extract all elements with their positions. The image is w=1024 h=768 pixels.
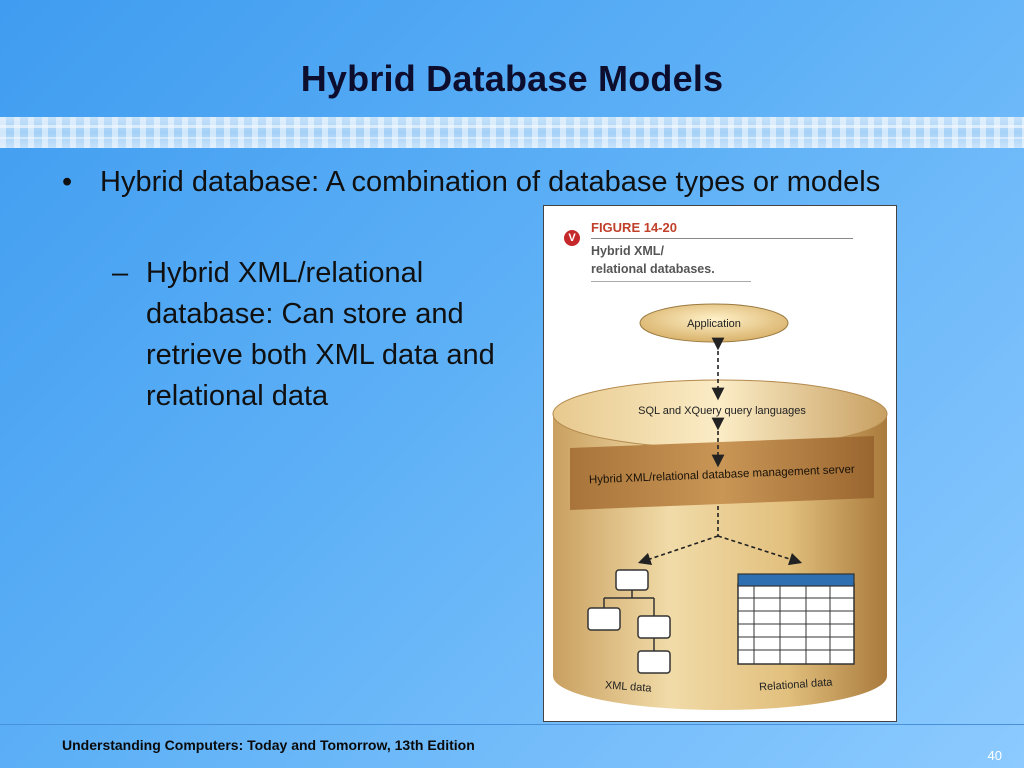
page-number: 40 [987, 748, 1002, 763]
relational-data-label: Relational data [759, 676, 834, 693]
figure-badge-icon: V [564, 230, 580, 246]
footer-text: Understanding Computers: Today and Tomor… [62, 737, 475, 753]
figure-rule [591, 281, 751, 282]
sub-bullet-text: Hybrid XML/relational database: Can stor… [146, 257, 495, 412]
figure-caption: Hybrid XML/ relational databases. [591, 242, 791, 278]
figure-header: V FIGURE 14-20 Hybrid XML/ relational da… [564, 218, 884, 282]
footer-divider [0, 724, 1024, 725]
bullet-item: • Hybrid database: A combination of data… [62, 163, 922, 201]
bullet-text: Hybrid database: A combination of databa… [100, 166, 881, 198]
figure-rule [591, 238, 853, 239]
sub-bullet-item: – Hybrid XML/relational database: Can st… [112, 253, 532, 417]
database-diagram: Application SQL and XQuery query languag… [552, 303, 888, 710]
figure-caption-line: Hybrid XML/ [591, 244, 664, 258]
arrow-to-xml [637, 535, 719, 566]
slide-title: Hybrid Database Models [300, 58, 724, 99]
server-band [570, 436, 874, 510]
xml-tree-icon [587, 569, 671, 674]
bullet-marker: • [62, 166, 73, 198]
header-band [0, 117, 1024, 148]
xml-data-label: XML data [605, 679, 653, 694]
figure-number: FIGURE 14-20 [591, 220, 677, 235]
application-label: Application [687, 318, 741, 330]
band-stripe [0, 137, 1024, 139]
sub-bullet-marker: – [112, 257, 129, 289]
query-languages-label: SQL and XQuery query languages [638, 405, 806, 417]
relational-table-icon [737, 573, 855, 665]
band-stripe [0, 125, 1024, 128]
figure-image: V FIGURE 14-20 Hybrid XML/ relational da… [543, 205, 897, 722]
figure-caption-line: relational databases. [591, 262, 715, 276]
